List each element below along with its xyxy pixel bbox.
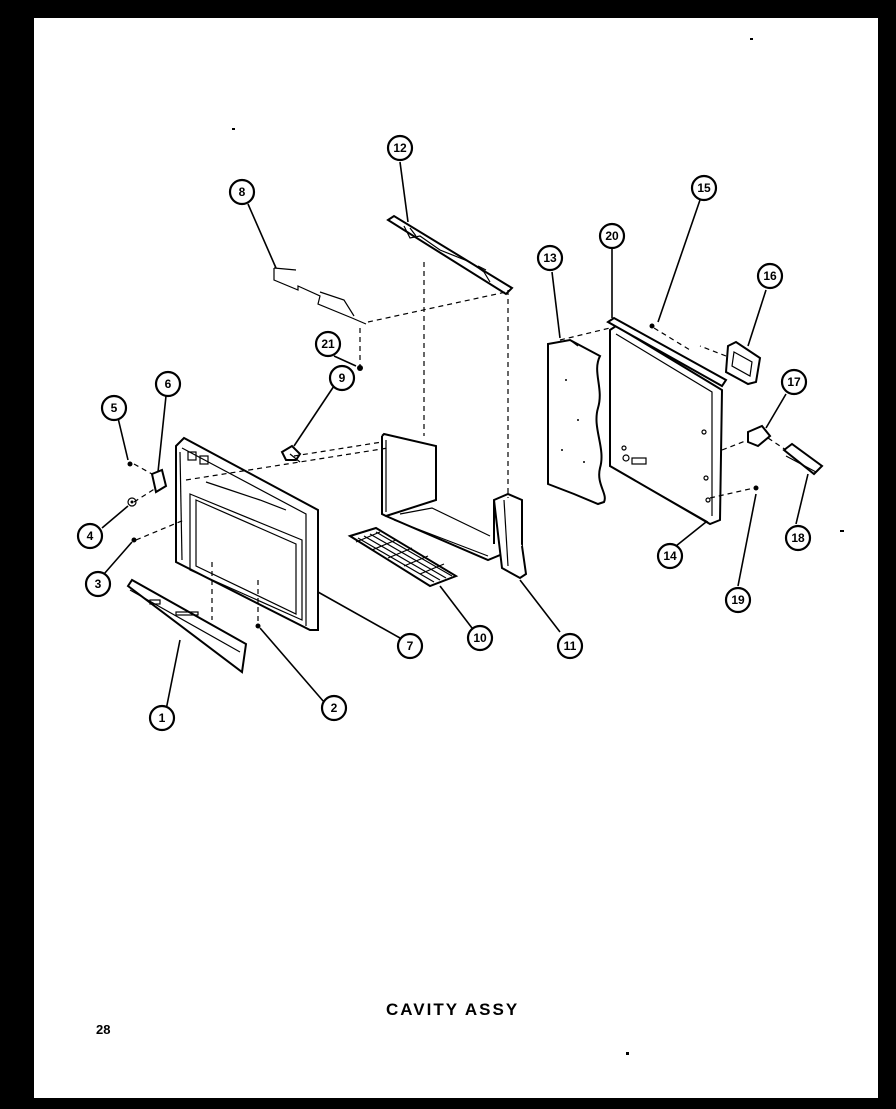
callout-5: 5 (100, 394, 128, 422)
part-21-screw (357, 365, 363, 371)
svg-text:12: 12 (393, 141, 407, 155)
callout-9: 9 (328, 364, 356, 392)
drawing-sheet (34, 18, 878, 1098)
part-14-side-panel (609, 324, 724, 526)
svg-text:13: 13 (543, 251, 557, 265)
svg-text:9: 9 (339, 371, 346, 385)
part-10-grill (347, 526, 459, 588)
callout-10: 10 (466, 624, 494, 652)
part-12-top-bracket (386, 214, 514, 296)
callout-15: 15 (690, 174, 718, 202)
part-9-clip (280, 444, 302, 463)
callout-1: 1 (148, 704, 176, 732)
diagram-title: CAVITY ASSY (386, 1000, 520, 1019)
svg-text:19: 19 (731, 593, 745, 607)
part-15-screw (649, 323, 655, 329)
callout-11: 11 (556, 632, 584, 660)
part-11-cavity-wrapper (381, 432, 528, 580)
part-7-front-frame (175, 436, 319, 631)
callout-18: 18 (784, 524, 812, 552)
callout-17: 17 (780, 368, 808, 396)
svg-text:10: 10 (473, 631, 487, 645)
svg-text:1: 1 (159, 711, 166, 725)
svg-text:15: 15 (697, 181, 711, 195)
callout-14: 14 (656, 542, 684, 570)
callout-21: 21 (314, 330, 342, 358)
callout-12: 12 (386, 134, 414, 162)
svg-text:6: 6 (165, 377, 172, 391)
callout-7: 7 (396, 632, 424, 660)
callout-3: 3 (84, 570, 112, 598)
part-18-lamp (782, 442, 824, 476)
leader-lines (101, 161, 809, 731)
svg-text:17: 17 (787, 375, 801, 389)
callout-4: 4 (76, 522, 104, 550)
part-8-bracket (273, 267, 367, 325)
svg-text:18: 18 (791, 531, 805, 545)
callout-16: 16 (756, 262, 784, 290)
callout-20: 20 (598, 222, 626, 250)
callout-6: 6 (154, 370, 182, 398)
svg-text:14: 14 (663, 549, 677, 563)
part-4-washer (127, 497, 137, 507)
part-19-screw (753, 485, 759, 491)
svg-text:5: 5 (111, 401, 118, 415)
part-5-screw (127, 461, 133, 467)
part-16-gasket (724, 340, 762, 386)
assembly-lines (133, 262, 787, 626)
svg-text:16: 16 (763, 269, 777, 283)
svg-text:4: 4 (87, 529, 94, 543)
callout-2: 2 (320, 694, 348, 722)
svg-text:8: 8 (239, 185, 246, 199)
svg-text:21: 21 (321, 337, 335, 351)
svg-text:11: 11 (564, 639, 577, 653)
part-13-insulation (547, 338, 606, 506)
svg-text:3: 3 (95, 577, 102, 591)
callout-13: 13 (536, 244, 564, 272)
svg-text:2: 2 (331, 701, 338, 715)
page-number: 28 (96, 1022, 111, 1037)
stray-marks (232, 38, 844, 1055)
svg-text:20: 20 (605, 229, 619, 243)
callout-8: 8 (228, 178, 256, 206)
svg-text:7: 7 (407, 639, 414, 653)
callout-19: 19 (724, 586, 752, 614)
part-1-trim-strip (126, 578, 248, 674)
part-6-plate (150, 468, 168, 494)
part-20-gasket-strip (606, 316, 728, 388)
part-3-screw (131, 537, 137, 543)
part-17-lamp-socket (747, 424, 772, 448)
